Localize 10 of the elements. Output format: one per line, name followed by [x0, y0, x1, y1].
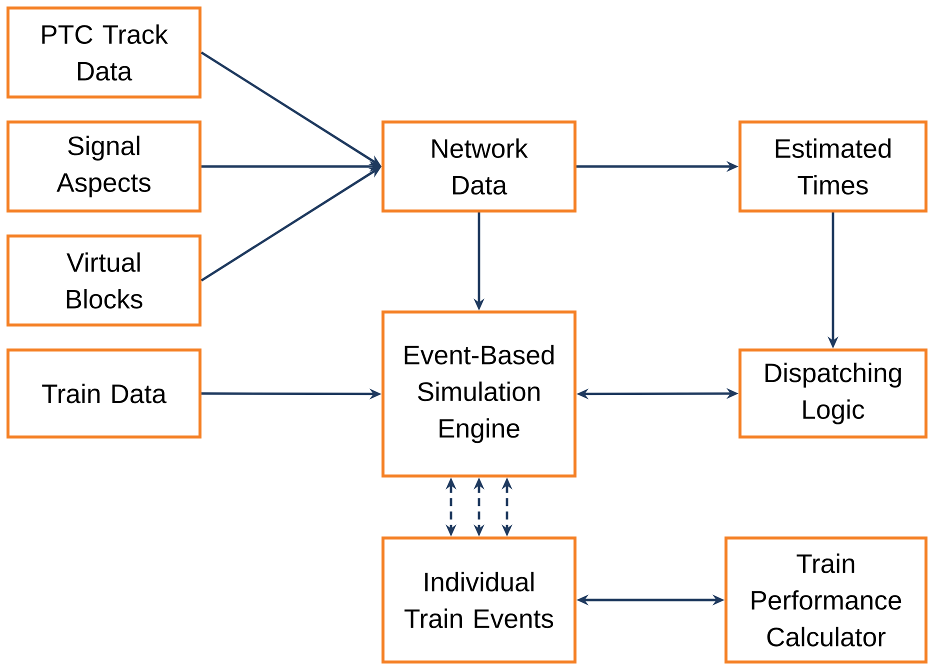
process-box: Train Data [6, 348, 202, 438]
process-box: PTC Track Data [6, 6, 202, 98]
process-box: Network Data [382, 120, 576, 212]
process-box: Virtual Blocks [6, 234, 202, 326]
process-box: Dispatching Logic [738, 348, 928, 438]
process-box: Train Performance Calculator [724, 536, 928, 664]
process-box: Estimated Times [738, 120, 928, 212]
process-box: Signal Aspects [6, 120, 202, 212]
process-box: Event-Based Simulation Engine [382, 310, 576, 478]
process-box: Individual Train Events [382, 536, 576, 664]
